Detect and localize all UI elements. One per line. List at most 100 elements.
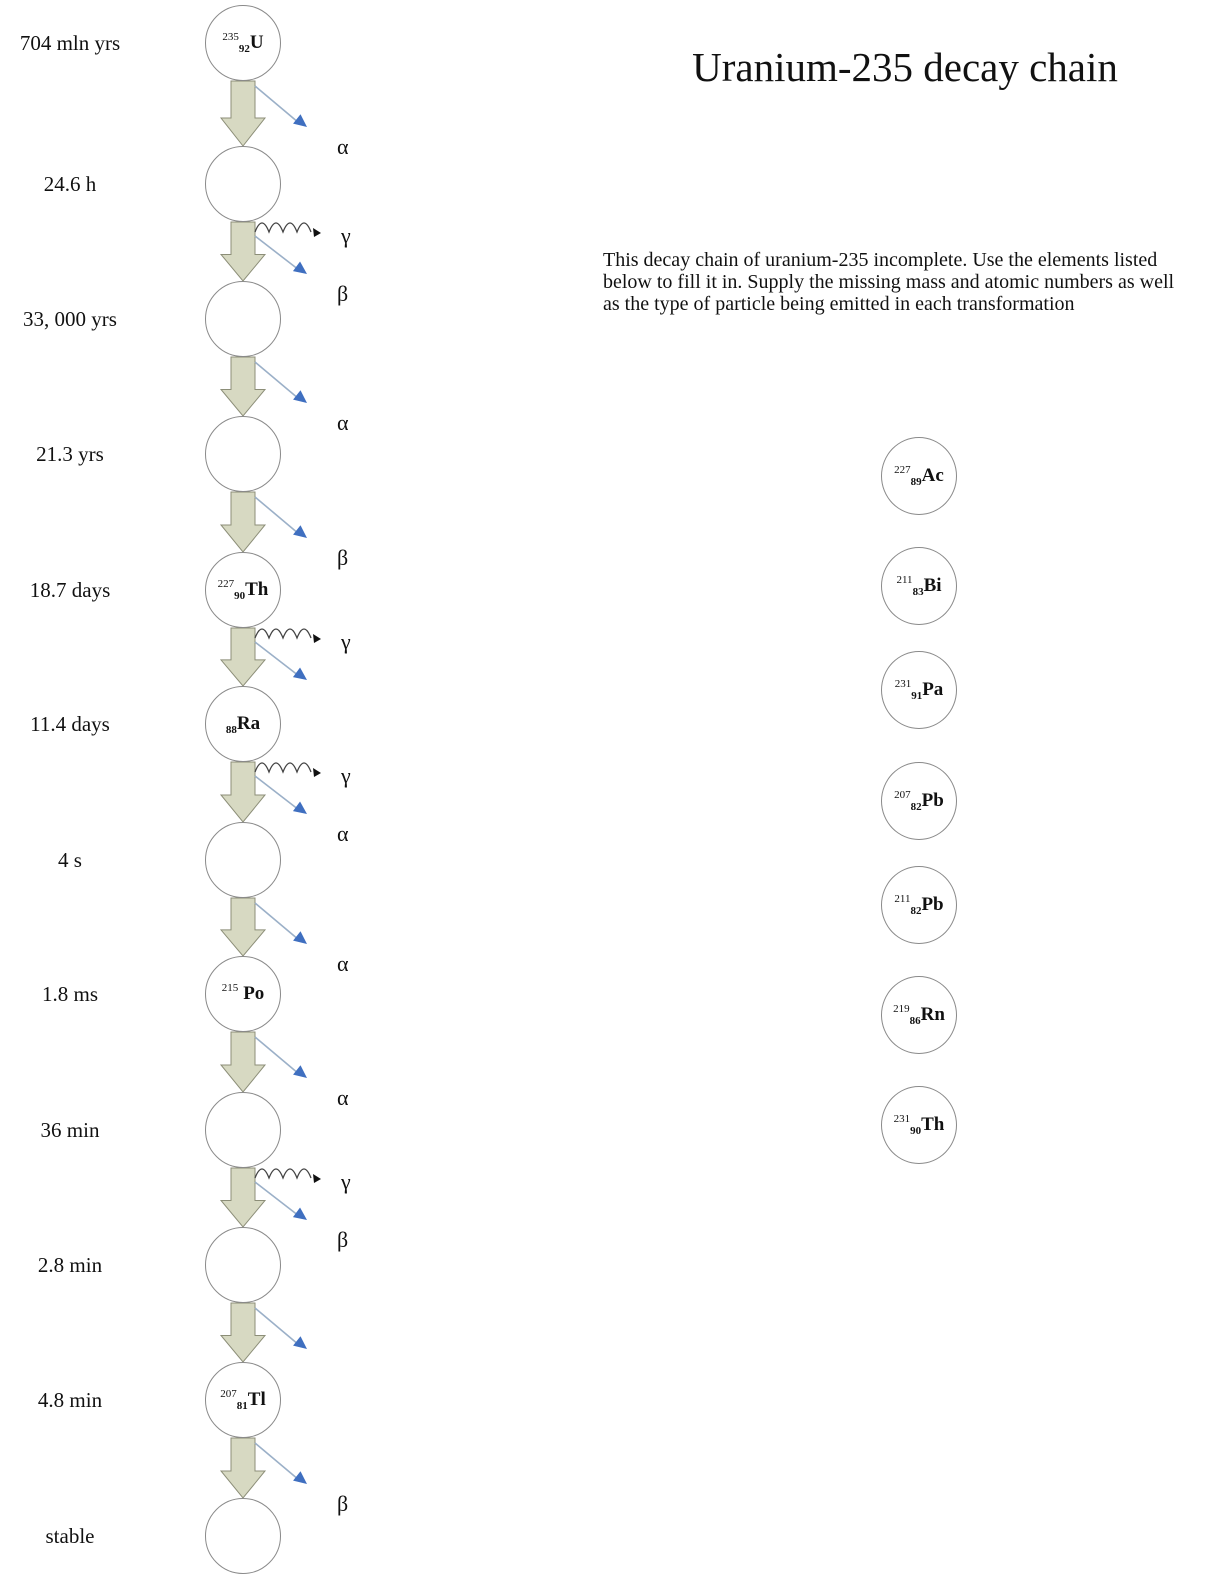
- half-life-label: 33, 000 yrs: [23, 307, 117, 331]
- decay-arrow: [219, 1167, 267, 1228]
- element-symbol: Pa: [922, 679, 944, 700]
- atomic-number: 82: [910, 905, 922, 917]
- mass-number: 231: [893, 1113, 911, 1125]
- nuclide-symbol: 215 Po: [221, 982, 265, 1005]
- empty-nuclide-node: [205, 1498, 281, 1574]
- mass-number: 211: [894, 893, 911, 905]
- half-life-label: 2.8 min: [37, 1253, 103, 1277]
- mass-number: 207: [894, 789, 911, 801]
- gamma-arrowhead: [313, 1174, 321, 1183]
- atomic-number: 88: [225, 724, 237, 736]
- gamma-arrowhead: [313, 634, 321, 643]
- particle-label: α: [337, 410, 349, 435]
- emission-line: [254, 1307, 300, 1346]
- particle-label: β: [337, 1227, 349, 1252]
- decay-arrow: [219, 1437, 267, 1499]
- atomic-number: 90: [910, 1125, 922, 1137]
- emission-arrowhead: [293, 525, 307, 538]
- decay-arrow: [219, 1031, 267, 1093]
- half-life-label: 1.8 ms: [41, 982, 98, 1006]
- half-life-label: 18.7 days: [29, 578, 111, 602]
- element-symbol: Tl: [247, 1389, 266, 1410]
- emission-line: [254, 361, 300, 400]
- mass-number: 227: [894, 464, 911, 476]
- half-life-label: 4 s: [58, 848, 82, 872]
- emission-line: [254, 496, 300, 535]
- atomic-number: 91: [911, 690, 923, 702]
- gamma-label: γ: [341, 763, 351, 788]
- emission-arrowhead: [293, 1065, 307, 1078]
- element-symbol: Ra: [236, 713, 261, 734]
- atomic-number: 89: [910, 476, 922, 488]
- emission-line: [254, 641, 300, 677]
- atomic-number: 86: [909, 1015, 921, 1027]
- mass-number: 207: [220, 1388, 237, 1400]
- empty-nuclide-node: [205, 1092, 281, 1168]
- decay-arrow: [219, 491, 267, 553]
- emission-line: [254, 1442, 300, 1481]
- half-life-label: 24.6 h: [43, 172, 97, 196]
- element-symbol: Po: [243, 983, 265, 1004]
- half-life-label: 21.3 yrs: [36, 442, 104, 466]
- half-life-label: 36 min: [40, 1118, 100, 1142]
- particle-label: α: [337, 951, 349, 976]
- instructions: This decay chain of uranium-235 incomple…: [603, 249, 1175, 315]
- decay-arrow: [219, 761, 267, 823]
- atomic-number: 82: [910, 801, 922, 813]
- mass-number: 215: [221, 982, 239, 994]
- emission-arrowhead: [293, 114, 307, 127]
- decay-arrow: [219, 221, 267, 282]
- element-symbol: U: [249, 32, 264, 53]
- gamma-label: γ: [341, 223, 351, 248]
- particle-label: β: [337, 1491, 349, 1516]
- particle-label: α: [337, 1085, 349, 1110]
- emission-arrowhead: [292, 801, 307, 814]
- element-symbol: Th: [245, 579, 269, 600]
- element-symbol: Pb: [921, 894, 944, 915]
- gamma-arrowhead: [313, 228, 321, 237]
- element-symbol: Ac: [921, 465, 944, 486]
- mass-number: 211: [896, 574, 913, 586]
- emission-arrowhead: [293, 1471, 307, 1484]
- emission-arrowhead: [292, 667, 307, 680]
- emission-line: [254, 1036, 300, 1075]
- emission-arrowhead: [293, 390, 307, 403]
- element-symbol: Bi: [923, 575, 942, 596]
- mass-number: 235: [222, 31, 239, 43]
- mass-number: 227: [217, 578, 235, 590]
- half-life-label: 704 mln yrs: [19, 31, 121, 55]
- empty-nuclide-node: [205, 1227, 281, 1303]
- atomic-number: 81: [236, 1400, 248, 1412]
- empty-nuclide-node: [205, 146, 281, 222]
- mass-number: 219: [893, 1003, 910, 1015]
- emission-line: [254, 1181, 300, 1217]
- gamma-label: γ: [341, 629, 351, 654]
- mass-number: 231: [894, 678, 912, 690]
- half-life-label: 11.4 days: [30, 712, 110, 736]
- gamma-arrowhead: [313, 768, 321, 777]
- element-symbol: Pb: [921, 790, 944, 811]
- gamma-wave: [254, 762, 312, 774]
- emission-line: [254, 775, 300, 811]
- emission-line: [254, 902, 300, 941]
- half-life-label: 4.8 min: [37, 1388, 103, 1412]
- decay-arrow: [219, 80, 267, 147]
- emission-line: [254, 85, 300, 124]
